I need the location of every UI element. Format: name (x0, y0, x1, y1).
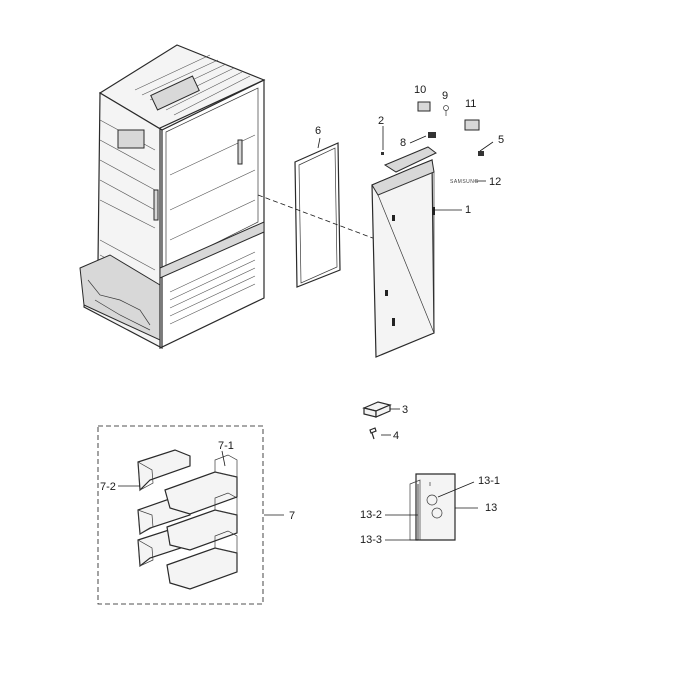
callout-7-1: 7-1 (218, 440, 234, 452)
leader-lines (118, 126, 494, 541)
callout-10: 10 (414, 84, 426, 96)
alignment-line (257, 194, 379, 241)
callout-13-1: 13-1 (478, 475, 500, 487)
door-gasket (294, 142, 341, 288)
callout-labels: 1 2 3 4 5 6 7 7-1 7-2 8 9 10 11 12 13 13… (100, 84, 504, 546)
callout-5: 5 (498, 134, 504, 146)
manual-pocket (409, 473, 456, 541)
refrigerator-door (371, 146, 437, 358)
door-bin-7-2 (137, 449, 191, 492)
callout-11: 11 (465, 98, 476, 110)
callout-7: 7 (289, 510, 295, 522)
callout-13-2: 13-2 (360, 509, 382, 521)
door-bins-group (97, 425, 264, 605)
callout-1: 1 (465, 204, 471, 216)
door-bin-7-1 (164, 454, 238, 515)
callout-4: 4 (393, 430, 399, 442)
callout-13: 13 (485, 502, 497, 514)
callout-3: 3 (402, 404, 408, 416)
callout-2: 2 (378, 115, 384, 127)
callout-8: 8 (400, 137, 406, 149)
callout-6: 6 (315, 125, 321, 137)
callout-7-2: 7-2 (100, 481, 116, 493)
screw-icon (369, 427, 377, 440)
refrigerator-cabinet (79, 44, 266, 349)
accessory-block (362, 401, 392, 418)
hinge-parts: SAMSUNG (381, 101, 484, 185)
samsung-logo-badge: SAMSUNG (450, 179, 479, 185)
callout-9: 9 (442, 90, 448, 102)
callout-13-3: 13-3 (360, 534, 382, 546)
callout-12: 12 (489, 176, 501, 188)
